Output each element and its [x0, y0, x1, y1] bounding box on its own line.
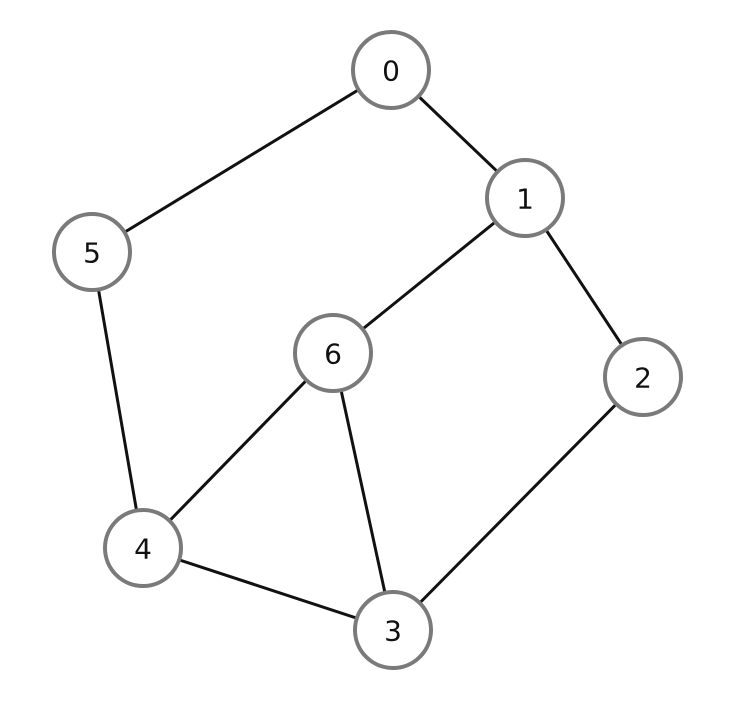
node-1-label: 1: [516, 183, 534, 216]
edge-5-4: [90, 250, 145, 550]
node-3-circle: [353, 590, 433, 670]
edge-6-4: [141, 351, 335, 550]
node-0-label: 0: [382, 55, 400, 88]
node-0-circle: [351, 30, 431, 110]
edge-0-5: [90, 68, 393, 254]
node-1-circle: [485, 158, 565, 238]
edge-4-3: [141, 546, 395, 632]
nodes-layer: 0 1 2 3 4 5 6: [52, 30, 683, 670]
edge-1-6: [331, 196, 527, 355]
node-2: 2: [603, 337, 683, 417]
node-3-label: 3: [384, 615, 402, 648]
node-4-circle: [103, 508, 183, 588]
node-1: 1: [485, 158, 565, 238]
edge-6-3: [331, 351, 395, 632]
node-2-circle: [603, 337, 683, 417]
node-5: 5: [52, 212, 132, 292]
node-3: 3: [353, 590, 433, 670]
node-4-label: 4: [134, 533, 152, 566]
node-5-label: 5: [83, 237, 101, 270]
node-6-label: 6: [324, 338, 342, 371]
node-0: 0: [351, 30, 431, 110]
node-4: 4: [103, 508, 183, 588]
node-2-label: 2: [634, 362, 652, 395]
node-6-circle: [293, 313, 373, 393]
node-6: 6: [293, 313, 373, 393]
edge-2-3: [391, 375, 645, 632]
node-5-circle: [52, 212, 132, 292]
